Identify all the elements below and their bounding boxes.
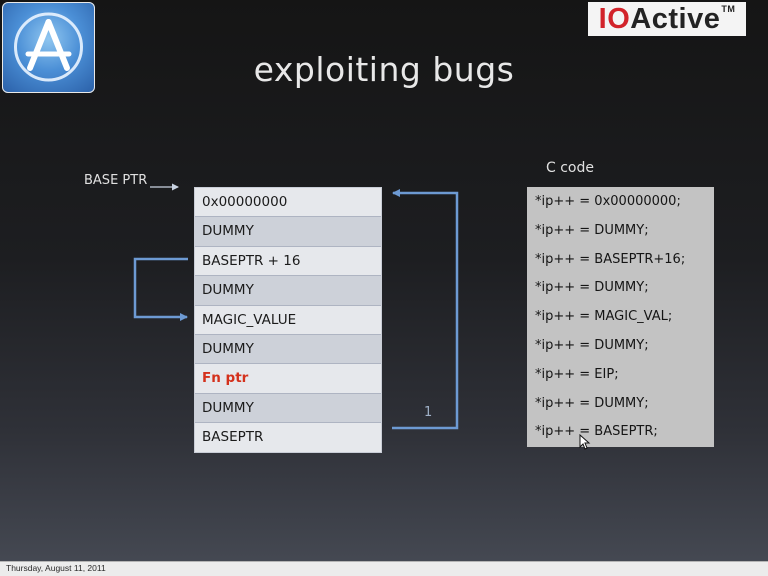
slide-title: exploiting bugs: [253, 50, 515, 89]
footer-bar: Thursday, August 11, 2011: [0, 561, 768, 576]
stack-cell-fn-ptr: Fn ptr: [195, 364, 381, 394]
code-line: *ip++ = BASEPTR;: [535, 424, 658, 440]
arrow-number-label: 1: [424, 405, 433, 420]
code-line: *ip++ = DUMMY;: [535, 222, 649, 238]
logo-io-text: IO: [598, 2, 631, 35]
mouse-cursor-icon: [579, 434, 591, 450]
app-store-icon: [2, 2, 95, 93]
stack-cell: 0x00000000: [195, 188, 381, 218]
memory-stack: 0x00000000 DUMMY BASEPTR + 16 DUMMY MAGI…: [194, 187, 382, 453]
c-code-box: *ip++ = 0x00000000; *ip++ = DUMMY; *ip++…: [527, 187, 714, 447]
baseptr16-to-magic-arrow: [133, 257, 188, 321]
stack-cell: MAGIC_VALUE: [195, 305, 381, 335]
stack-cell: BASEPTR: [195, 423, 381, 452]
logo-active-text: Active: [630, 2, 721, 35]
code-line: *ip++ = 0x00000000;: [535, 194, 681, 209]
code-line: *ip++ = DUMMY;: [535, 337, 649, 353]
stack-cell: BASEPTR + 16: [195, 246, 381, 277]
c-code-label: C code: [546, 160, 594, 176]
stack-cell: DUMMY: [195, 393, 381, 424]
base-ptr-label: BASE PTR: [84, 173, 148, 188]
baseptr-to-top-arrow: [392, 189, 459, 430]
code-line: *ip++ = BASEPTR+16;: [535, 251, 686, 267]
code-line: *ip++ = EIP;: [535, 366, 619, 382]
logo-trademark: TM: [721, 4, 736, 14]
footer-date: Thursday, August 11, 2011: [6, 563, 106, 573]
code-line: *ip++ = MAGIC_VAL;: [535, 309, 673, 325]
code-line: *ip++ = DUMMY;: [535, 395, 649, 411]
stack-cell: DUMMY: [195, 217, 381, 247]
stack-cell: DUMMY: [195, 334, 381, 365]
code-line: *ip++ = DUMMY;: [535, 280, 649, 296]
stack-cell: DUMMY: [195, 276, 381, 306]
